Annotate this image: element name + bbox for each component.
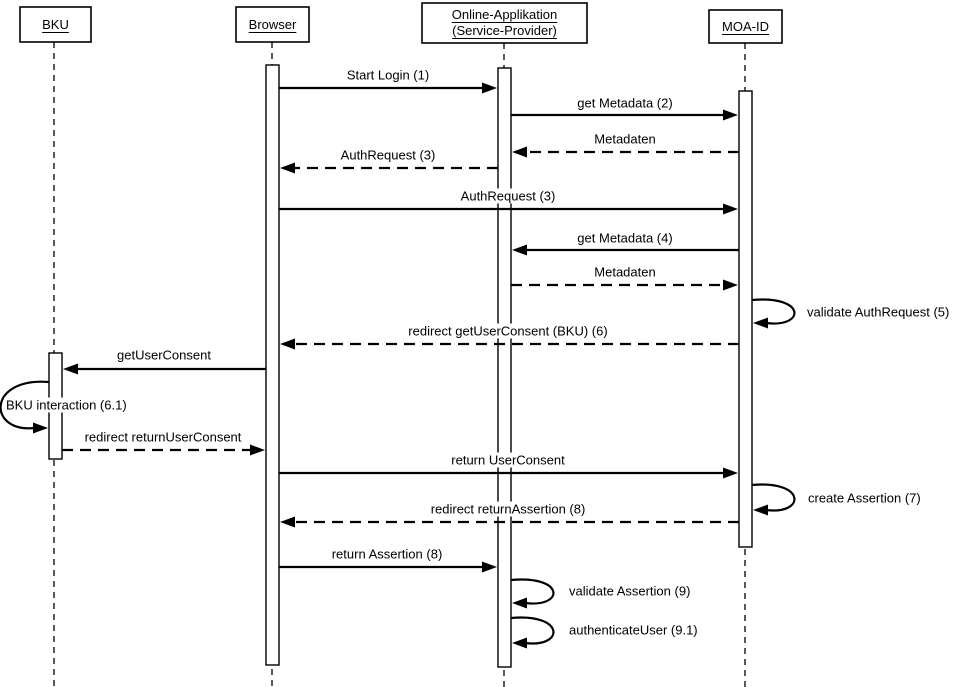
message-label-getuserconsent: getUserConsent [114, 347, 214, 363]
self-message-authenticateuser-9-1 [510, 616, 555, 645]
activation-bar-browser [265, 64, 280, 666]
message-label-get-metadata-2: get Metadata (2) [574, 95, 676, 111]
self-message-label-validate-assertion-9: validate Assertion (9) [567, 583, 693, 599]
message-label-redirect-returnuserconsent: redirect returnUserConsent [81, 429, 245, 445]
message-return-userconsent-arrowhead [723, 467, 738, 479]
message-label-start-login: Start Login (1) [343, 67, 433, 83]
message-authrequest-3-arrowhead [723, 203, 738, 215]
actor-box-browser [235, 6, 310, 43]
message-label-metadaten-response-4: Metadaten [591, 264, 659, 280]
message-label-metadaten-response-2: Metadaten [591, 131, 659, 147]
message-return-assertion-8-arrowhead [482, 561, 497, 573]
actor-label-bku: BKU [42, 16, 69, 32]
self-message-label-create-assertion-7: create Assertion (7) [806, 490, 923, 506]
self-message-label-validate-authrequest-5: validate AuthRequest (5) [805, 304, 952, 320]
self-message-bku-interaction-6-1-arrowhead [33, 422, 48, 434]
message-label-redirect-getuserconsent-6: redirect getUserConsent (BKU) (6) [405, 323, 611, 339]
message-label-get-metadata-4: get Metadata (4) [574, 230, 676, 246]
message-label-authrequest-3: AuthRequest (3) [457, 188, 559, 204]
self-message-validate-authrequest-5-arrowhead [753, 317, 768, 329]
message-metadaten-response-2-arrowhead [512, 146, 527, 158]
message-get-metadata-2-arrowhead [723, 109, 738, 121]
self-message-authenticateuser-9-1-arrowhead [512, 637, 527, 649]
actor-box-online-applikation [421, 2, 588, 44]
message-label-authrequest-redirect-3: AuthRequest (3) [337, 147, 439, 163]
message-label-return-userconsent: return UserConsent [448, 452, 568, 468]
actor-label-moa-id: MOA-ID [722, 18, 769, 34]
self-message-label-authenticateuser-9-1: authenticateUser (9.1) [567, 622, 700, 638]
actor-box-moa-id [708, 9, 783, 44]
message-redirect-getuserconsent-6-arrowhead [280, 338, 295, 350]
self-message-create-assertion-7-arrowhead [753, 504, 768, 516]
activation-bar-moa-id [738, 90, 753, 548]
self-message-validate-assertion-9-arrowhead [512, 597, 527, 609]
actor-label-browser: Browser [248, 16, 297, 32]
actor-label-online-applikation: Online-Applikation (Service-Provider) [451, 7, 558, 38]
message-redirect-returnassertion-8-arrowhead [280, 516, 295, 528]
activation-bar-online-applikation [497, 67, 512, 668]
message-label-return-assertion-8: return Assertion (8) [328, 546, 446, 562]
message-metadaten-response-4-arrowhead [723, 279, 738, 291]
self-message-label-bku-interaction-6-1: BKU interaction (6.1) [4, 397, 129, 413]
message-getuserconsent-arrowhead [63, 363, 78, 375]
message-redirect-returnuserconsent-arrowhead [250, 444, 265, 456]
actor-box-bku [19, 6, 92, 43]
self-message-bku-interaction-6-1 [0, 380, 50, 430]
message-get-metadata-4-arrowhead [512, 244, 527, 256]
self-message-create-assertion-7 [751, 483, 796, 512]
self-message-validate-assertion-9 [510, 578, 555, 605]
message-start-login-arrowhead [482, 82, 497, 94]
message-label-redirect-returnassertion-8: redirect returnAssertion (8) [427, 501, 589, 517]
self-message-validate-authrequest-5 [751, 298, 796, 325]
message-authrequest-redirect-3-arrowhead [280, 162, 295, 174]
